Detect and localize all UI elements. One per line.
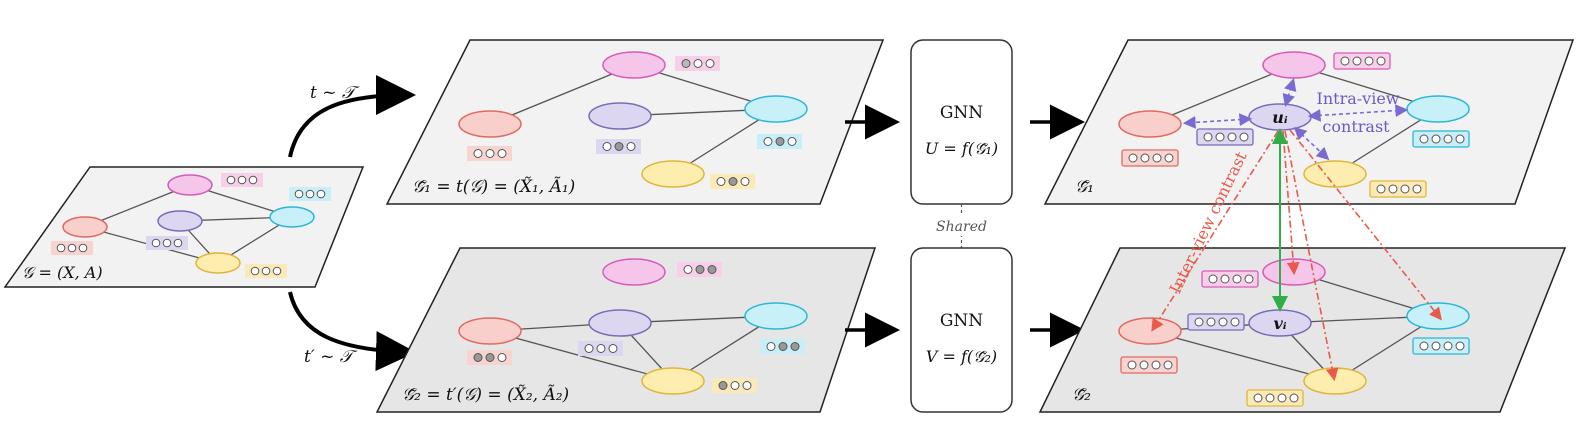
embedding-chip bbox=[1246, 389, 1304, 407]
inter-view-arrows bbox=[1151, 129, 1442, 382]
gnn-bottom-title: GNN bbox=[940, 311, 983, 331]
node-red bbox=[458, 317, 522, 345]
feature-chip bbox=[677, 262, 722, 277]
intra-view-arrows bbox=[1182, 77, 1409, 161]
augmentation-label-top: t ~ 𝒯 bbox=[310, 83, 360, 103]
node-pink bbox=[167, 174, 213, 196]
node-yellow bbox=[1303, 367, 1367, 395]
output-view2-panel: vᵢ bbox=[1038, 247, 1567, 413]
gnn-top-title: GNN bbox=[940, 103, 983, 123]
node-pink bbox=[1262, 51, 1326, 79]
embedding-chip bbox=[1369, 180, 1427, 198]
feature-chip bbox=[596, 139, 641, 154]
intra-view-label-line2: contrast bbox=[1322, 117, 1390, 136]
view2-graph-label: 𝒢̃₂ = t′(𝒢) = (X̃₂, Ã₂) bbox=[402, 384, 569, 405]
feature-chip bbox=[245, 264, 287, 278]
feature-chip bbox=[467, 350, 512, 365]
output-view1-panel: uᵢ bbox=[1043, 39, 1575, 205]
feature-chip bbox=[578, 341, 623, 356]
feature-chip bbox=[51, 241, 93, 255]
node-cyan bbox=[744, 95, 808, 123]
node-yellow bbox=[641, 367, 705, 395]
node-yellow bbox=[641, 160, 705, 188]
node-purple bbox=[588, 309, 652, 337]
node-yellow bbox=[1303, 160, 1367, 188]
original-graph-label: 𝒢 = (X, A) bbox=[22, 263, 103, 282]
node-cyan bbox=[744, 302, 808, 330]
node-red bbox=[1118, 110, 1182, 138]
augmentation-arrow-bottom bbox=[288, 291, 416, 372]
node-cyan bbox=[1406, 95, 1470, 123]
feature-chip bbox=[760, 339, 805, 354]
node-red bbox=[1118, 317, 1182, 345]
node-pink bbox=[602, 258, 666, 286]
output-view1-label: 𝒢̃₁ bbox=[1075, 177, 1094, 197]
node-red bbox=[458, 110, 522, 138]
intra-view-label-line1: Intra-view bbox=[1317, 89, 1400, 108]
embedding-chip bbox=[1187, 313, 1245, 331]
feature-chip bbox=[467, 146, 512, 161]
embedding-chip bbox=[1333, 52, 1391, 70]
view1-graph-label: 𝒢̃₁ = t(𝒢) = (X̃₁, Ã₁) bbox=[412, 176, 575, 197]
feature-chip bbox=[757, 134, 802, 149]
gnn-bottom-formula: V = f(𝒢̃₂) bbox=[926, 347, 997, 366]
node-purple bbox=[588, 102, 652, 130]
view1-graph-panel: 𝒢̃₁ = t(𝒢) = (X̃₁, Ã₁) bbox=[385, 39, 885, 205]
anchor-u-label: uᵢ bbox=[1272, 108, 1288, 127]
embedding-chip bbox=[1196, 128, 1254, 146]
feature-chip bbox=[710, 174, 755, 189]
feature-chip bbox=[712, 378, 757, 393]
view2-graph-panel: 𝒢̃₂ = t′(𝒢) = (X̃₂, Ã₂) bbox=[375, 247, 877, 413]
output-view2-label: 𝒢̃₂ bbox=[1072, 385, 1091, 405]
node-cyan bbox=[1406, 302, 1470, 330]
node-pink bbox=[602, 51, 666, 79]
gnn-encoder-bottom: GNN V = f(𝒢̃₂) bbox=[910, 247, 1013, 413]
augmentation-arrow-top bbox=[288, 75, 416, 158]
node-red bbox=[62, 216, 108, 238]
embedding-chip bbox=[1412, 337, 1470, 355]
shared-label: Shared bbox=[936, 219, 987, 235]
feature-chip bbox=[675, 56, 720, 71]
augmentation-label-bottom: t′ ~ 𝒯 bbox=[304, 347, 358, 367]
feature-chip bbox=[146, 236, 188, 250]
feature-chip bbox=[289, 187, 331, 201]
gnn-top-formula: U = f(𝒢̃₁) bbox=[925, 139, 998, 158]
node-purple bbox=[157, 210, 203, 232]
node-cyan bbox=[269, 206, 315, 228]
embedding-chip bbox=[1412, 130, 1470, 148]
feature-chip bbox=[221, 173, 263, 187]
node-yellow bbox=[195, 252, 241, 274]
anchor-v-label: vᵢ bbox=[1273, 314, 1286, 333]
original-graph-panel: 𝒢 = (X, A) bbox=[3, 166, 365, 288]
embedding-chip bbox=[1201, 270, 1259, 288]
embedding-chip bbox=[1121, 149, 1179, 167]
gnn-encoder-top: GNN U = f(𝒢̃₁) bbox=[910, 39, 1013, 205]
embedding-chip bbox=[1120, 356, 1178, 374]
